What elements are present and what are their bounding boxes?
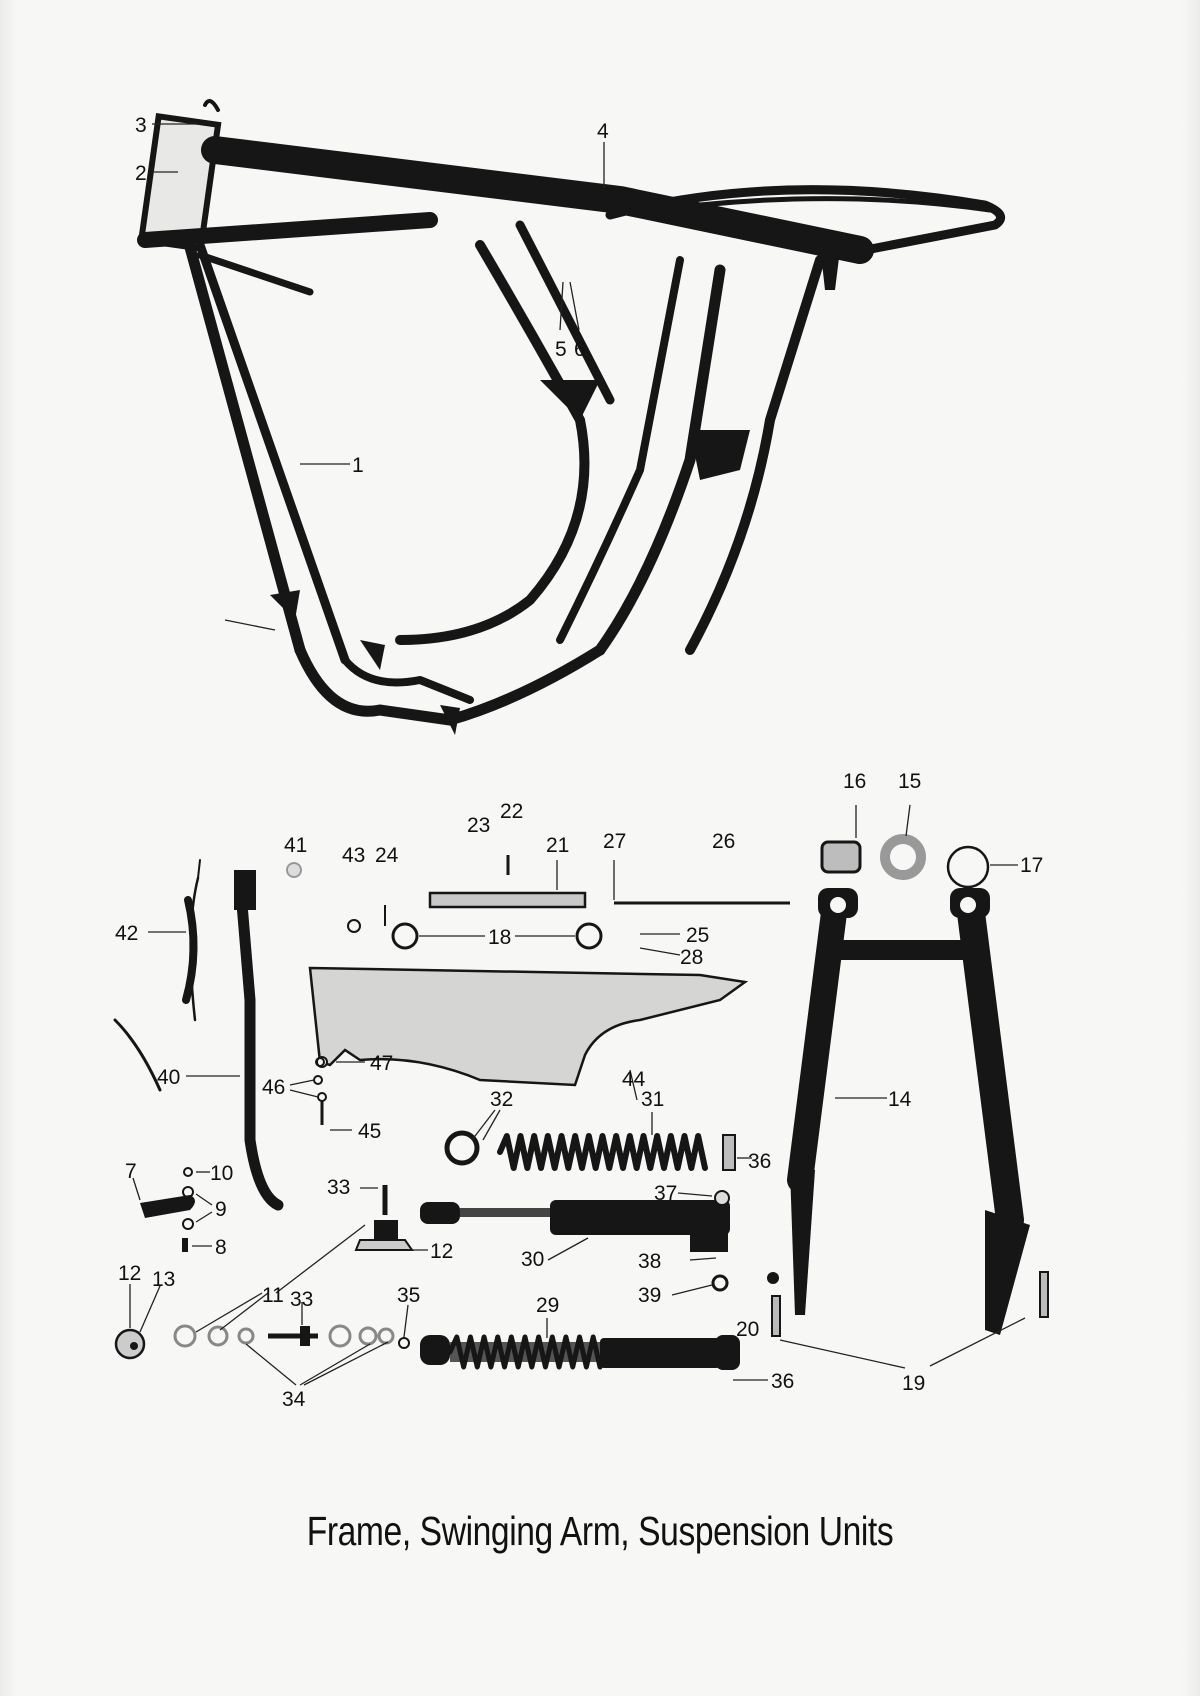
callout-12-lower: 12 bbox=[118, 1262, 141, 1285]
callout-32: 32 bbox=[490, 1088, 513, 1111]
pin bbox=[771, 1295, 781, 1337]
coil-spring bbox=[497, 1133, 708, 1171]
diagram-caption: Frame, Swinging Arm, Suspension Units bbox=[306, 1508, 894, 1554]
o-ring bbox=[946, 845, 990, 889]
callout-23: 23 bbox=[467, 814, 490, 837]
callout-2: 2 bbox=[135, 162, 147, 185]
callout-33-lower: 33 bbox=[290, 1288, 313, 1311]
mounting-plate bbox=[114, 1328, 146, 1360]
callout-7: 7 bbox=[125, 1160, 137, 1183]
washer bbox=[880, 834, 926, 880]
callout-36-lower: 36 bbox=[771, 1370, 794, 1393]
callout-24: 24 bbox=[375, 844, 399, 867]
callout-28: 28 bbox=[680, 946, 703, 969]
callout-18: 18 bbox=[488, 926, 511, 949]
collet bbox=[444, 1130, 480, 1166]
callout-33-upper: 33 bbox=[327, 1176, 350, 1199]
callout-6: 6 bbox=[574, 338, 586, 361]
bush bbox=[820, 840, 862, 874]
callout-29: 29 bbox=[536, 1294, 559, 1317]
callout-labels: 1 2 3 4 5 6 7 8 9 10 11 12 12 13 14 15 1… bbox=[115, 114, 1043, 1411]
callout-4: 4 bbox=[597, 120, 609, 143]
rubber-stop bbox=[286, 862, 302, 878]
callout-41: 41 bbox=[284, 834, 307, 857]
callout-15: 15 bbox=[898, 770, 921, 793]
callout-11: 11 bbox=[262, 1284, 284, 1307]
stand bbox=[234, 874, 284, 1211]
callout-34: 34 bbox=[282, 1388, 306, 1411]
callout-44: 44 bbox=[622, 1068, 646, 1091]
callout-22: 22 bbox=[500, 800, 523, 823]
callout-45: 45 bbox=[358, 1120, 381, 1143]
callout-25: 25 bbox=[686, 924, 709, 947]
callout-19: 19 bbox=[902, 1372, 925, 1395]
swinging-arm bbox=[787, 888, 1030, 1335]
callout-5: 5 bbox=[555, 338, 567, 361]
callout-35: 35 bbox=[397, 1284, 420, 1307]
callout-38: 38 bbox=[638, 1250, 661, 1273]
callout-47: 47 bbox=[370, 1052, 393, 1075]
callout-13: 13 bbox=[152, 1268, 175, 1291]
callout-9: 9 bbox=[215, 1198, 227, 1221]
brake-link bbox=[140, 1195, 195, 1218]
callout-43: 43 bbox=[342, 844, 365, 867]
damper-unit bbox=[420, 1200, 730, 1252]
callout-30: 30 bbox=[521, 1248, 544, 1271]
callout-46: 46 bbox=[262, 1076, 285, 1099]
callout-37: 37 bbox=[654, 1182, 677, 1205]
frame bbox=[137, 99, 1005, 735]
callout-27: 27 bbox=[603, 830, 626, 853]
callout-20: 20 bbox=[736, 1318, 759, 1341]
callout-8: 8 bbox=[215, 1236, 227, 1259]
callout-26: 26 bbox=[712, 830, 735, 853]
callout-1: 1 bbox=[352, 454, 364, 477]
pivot-spindle bbox=[428, 891, 587, 909]
callout-3: 3 bbox=[135, 114, 147, 137]
callout-10: 10 bbox=[210, 1162, 233, 1185]
callout-21: 21 bbox=[546, 834, 569, 857]
chainguard bbox=[308, 966, 749, 1087]
callout-12-upper: 12 bbox=[430, 1240, 453, 1263]
callout-17: 17 bbox=[1020, 854, 1043, 877]
callout-42: 42 bbox=[115, 922, 138, 945]
callout-14: 14 bbox=[888, 1088, 912, 1111]
callout-36-upper: 36 bbox=[748, 1150, 771, 1173]
callout-16: 16 bbox=[843, 770, 866, 793]
callout-31: 31 bbox=[641, 1088, 664, 1111]
suspension-unit bbox=[420, 1334, 740, 1370]
callout-40: 40 bbox=[157, 1066, 180, 1089]
callout-39: 39 bbox=[638, 1284, 661, 1307]
